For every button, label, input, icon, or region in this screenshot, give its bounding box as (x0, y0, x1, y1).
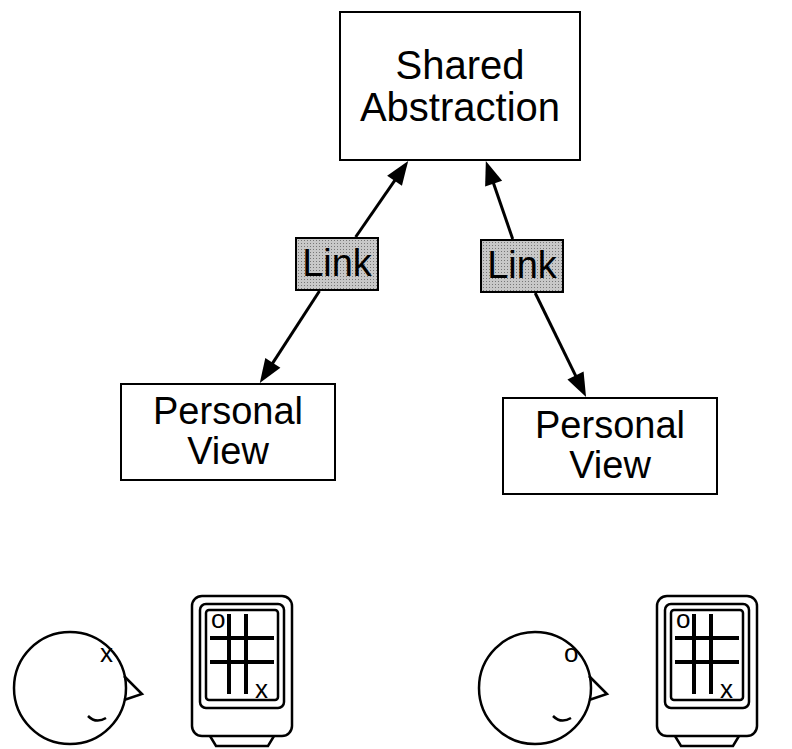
right-monitor (657, 596, 757, 746)
box-text: Personal View (122, 392, 334, 472)
link-box: Link (480, 239, 564, 293)
board-mark: x (255, 676, 268, 702)
arrow-connector (535, 293, 586, 397)
board-mark: o (676, 606, 690, 632)
link-box: Link (295, 237, 379, 291)
abstraction-box: Shared Abstraction (339, 11, 581, 161)
arrow-connector (260, 291, 320, 383)
left-face (14, 632, 142, 744)
box-text: Personal View (504, 406, 716, 486)
face-mark: x (100, 640, 113, 666)
board-mark: o (211, 606, 225, 632)
view-box: Personal View (502, 397, 718, 495)
face-mark: o (564, 640, 578, 666)
view-box: Personal View (120, 383, 336, 481)
box-text: Shared Abstraction (341, 44, 579, 128)
box-text: Link (302, 244, 372, 284)
right-face (479, 632, 607, 744)
arrow-connector (356, 161, 409, 237)
left-monitor (192, 596, 292, 746)
arrow-connector (485, 161, 513, 239)
box-text: Link (487, 246, 557, 286)
board-mark: x (720, 676, 733, 702)
